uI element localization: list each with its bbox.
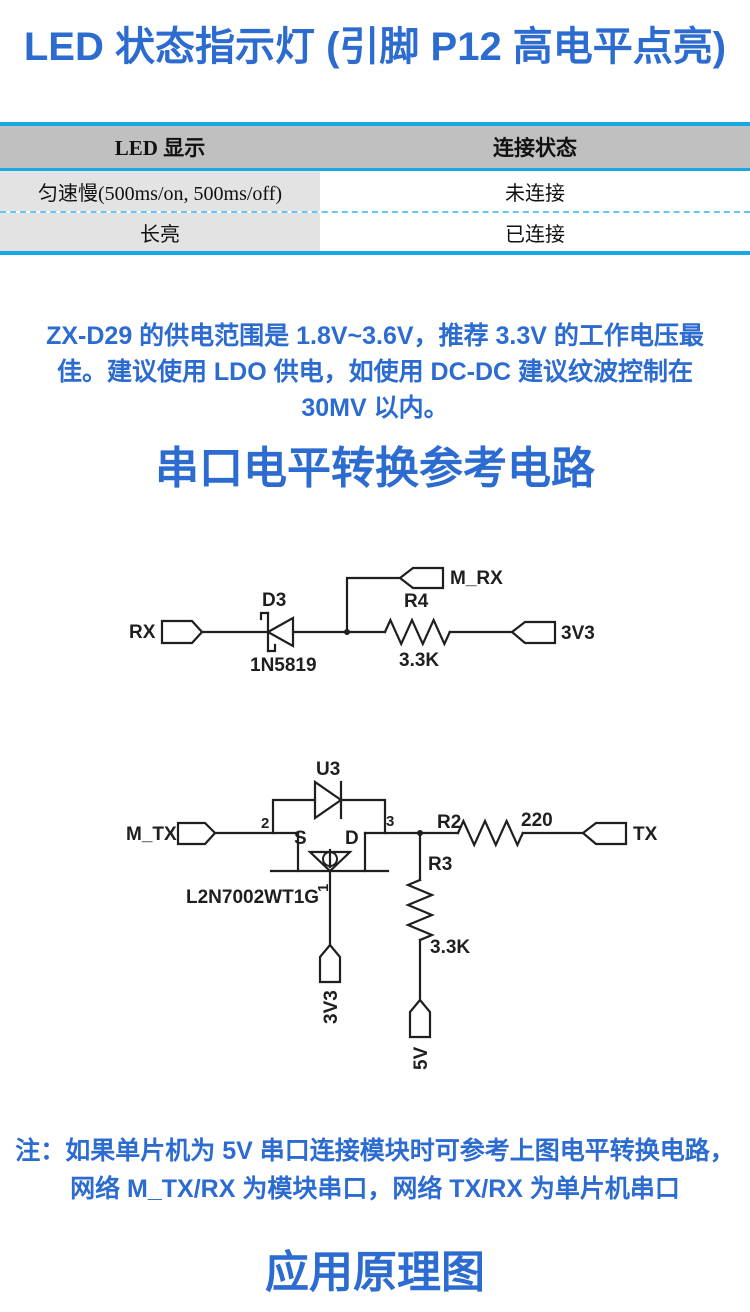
led-display-cell: 匀速慢(500ms/on, 500ms/off) [0, 171, 320, 211]
table-header-row: LED 显示 连接状态 [0, 126, 750, 171]
diode-ref-label: D3 [262, 590, 286, 611]
table-row: 匀速慢(500ms/on, 500ms/off) 未连接 [0, 171, 750, 213]
body-diode-ref-label: U3 [316, 759, 340, 780]
pin3-label: 3 [386, 813, 394, 830]
wire [200, 576, 402, 635]
3v3-port-flag: 3V3 [510, 620, 595, 645]
tx-port-flag: TX [581, 821, 658, 846]
3v3-port-label: 3V3 [561, 623, 595, 644]
wire [213, 798, 460, 836]
rx-port-flag: RX [129, 619, 204, 645]
resistor-r3-symbol: R3 3.3K [405, 831, 470, 1002]
5v-port-label: 5V [411, 1046, 432, 1070]
connection-status-cell: 已连接 [320, 213, 750, 251]
tx-port-label: TX [633, 824, 658, 845]
led-display-cell: 长亮 [0, 213, 320, 251]
table-header-led-display: LED 显示 [114, 136, 206, 160]
5v-port-flag: 5V [408, 998, 432, 1070]
junction-dot [344, 629, 350, 635]
r3-value-label: 3.3K [430, 937, 470, 958]
m-tx-port-label: M_TX [126, 824, 177, 845]
rx-port-label: RX [129, 622, 156, 643]
source-label: S [294, 828, 307, 849]
table-row: 长亮 已连接 [0, 213, 750, 251]
page-title: LED 状态指示灯 (引脚 P12 高电平点亮) [23, 25, 727, 69]
resistor-value-label: 3.3K [399, 650, 439, 671]
r2-value-label: 220 [521, 810, 553, 831]
serial-section-heading: 串口电平转换参考电路 [155, 444, 595, 493]
schottky-diode-symbol: D3 1N5819 [250, 590, 317, 676]
table-header-connection-status: 连接状态 [493, 136, 577, 160]
m-tx-port-flag: M_TX [126, 821, 217, 846]
pin2-label: 2 [261, 815, 269, 832]
m-rx-port-label: M_RX [450, 568, 503, 589]
resistor-r2-symbol: R2 220 [437, 810, 585, 848]
m-rx-port-flag: M_RX [398, 566, 503, 590]
drain-label: D [345, 828, 359, 849]
body-diode-symbol: U3 [313, 759, 343, 821]
diode-part-label: 1N5819 [250, 655, 317, 676]
mosfet-part-label: L2N7002WT1G [186, 887, 319, 908]
application-section-heading: 应用原理图 [265, 1248, 485, 1297]
pin1-label: 1 [315, 884, 332, 892]
led-status-table: LED 显示 连接状态 匀速慢(500ms/on, 500ms/off) 未连接… [0, 122, 750, 255]
mosfet-symbol: 2 3 S D 1 L2N7002WT1G [186, 813, 394, 947]
power-supply-note: ZX-D29 的供电范围是 1.8V~3.6V，推荐 3.3V 的工作电压最佳。… [46, 322, 704, 422]
r3-ref-label: R3 [428, 854, 452, 875]
3v3-port-label: 3V3 [321, 990, 342, 1024]
connection-status-cell: 未连接 [320, 171, 750, 211]
3v3-port-flag: 3V3 [318, 943, 342, 1024]
resistor-ref-label: R4 [404, 591, 429, 612]
r2-ref-label: R2 [437, 812, 461, 833]
resistor-r4-symbol: R4 3.3K [383, 591, 514, 671]
tx-level-shift-schematic: M_TX U3 2 3 S D 1 L2N70 [126, 759, 658, 1070]
rx-level-shift-schematic: RX D3 1N5819 M_RX R4 3.3K [129, 566, 595, 676]
level-shift-note: 注：如果单片机为 5V 串口连接模块时可参考上图电平转换电路，网络 M_TX/R… [15, 1137, 735, 1203]
